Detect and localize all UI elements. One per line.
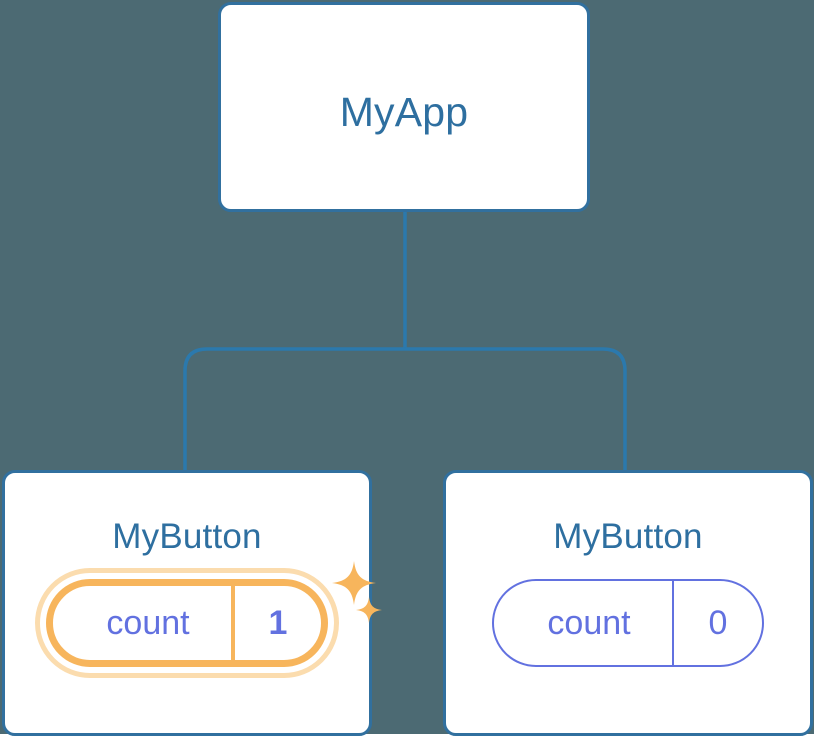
sparkle-small-icon [356, 597, 382, 623]
node-mybutton-1[interactable]: MyButton count 0 [443, 470, 813, 736]
sparkle-large-icon [332, 561, 376, 605]
node-title-myapp: MyApp [339, 89, 469, 135]
edge-bus-to-child-0 [183, 347, 405, 471]
state-value-label: 1 [231, 586, 321, 660]
sparkles-group [330, 561, 386, 637]
node-myapp[interactable]: MyApp [218, 2, 590, 212]
state-key-label: count [106, 604, 190, 642]
node-title-mybutton-0: MyButton [112, 517, 262, 556]
state-pill-mybutton-1[interactable]: count 0 [492, 579, 764, 667]
edge-bus-to-child-1 [405, 347, 627, 471]
node-mybutton-0[interactable]: MyButton count 1 [2, 470, 382, 736]
state-value-label: 0 [672, 581, 762, 665]
node-title-mybutton-1: MyButton [553, 517, 703, 556]
state-pill-mybutton-0[interactable]: count 1 [35, 561, 382, 678]
state-key-label: count [547, 604, 631, 642]
